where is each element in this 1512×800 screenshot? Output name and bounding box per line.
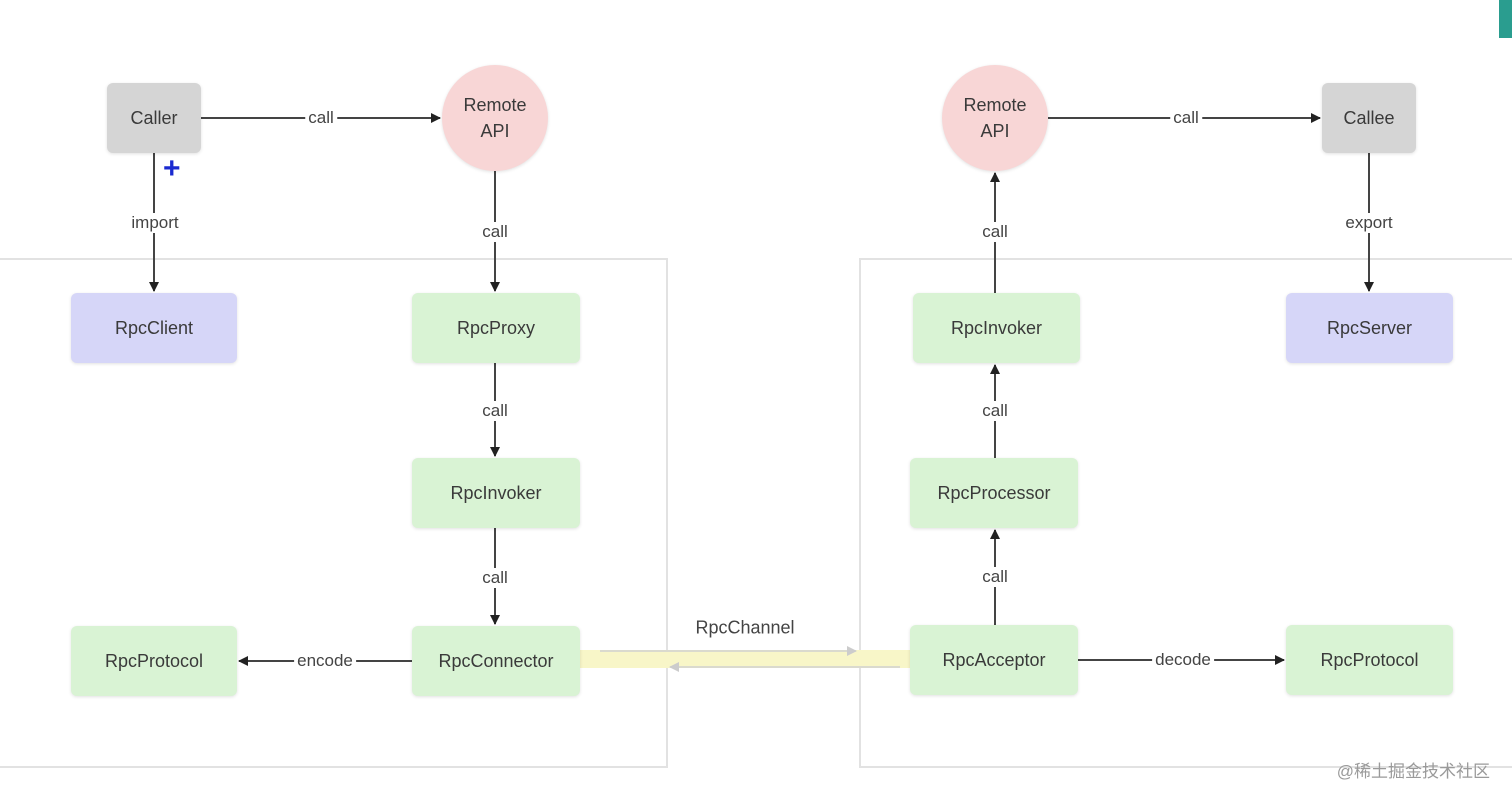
caller-node[interactable]: Caller xyxy=(107,83,201,153)
rpc-processor-node[interactable]: RpcProcessor xyxy=(910,458,1078,528)
edge-label: encode xyxy=(294,651,356,671)
edge-label: call xyxy=(979,567,1011,587)
edge-label: import xyxy=(128,213,182,233)
edge-label: call xyxy=(979,401,1011,421)
client-rpc-invoker-node[interactable]: RpcInvoker xyxy=(412,458,580,528)
server-remote-api-node[interactable]: Remote API xyxy=(942,65,1048,171)
edge-label: call xyxy=(479,222,511,242)
rpc-proxy-node[interactable]: RpcProxy xyxy=(412,293,580,363)
edge-label: call xyxy=(979,222,1011,242)
callee-node[interactable]: Callee xyxy=(1322,83,1416,153)
rpc-connector-node[interactable]: RpcConnector xyxy=(412,626,580,696)
edge-label: call xyxy=(305,108,337,128)
rpc-client-node[interactable]: RpcClient xyxy=(71,293,237,363)
client-remote-api-node[interactable]: Remote API xyxy=(442,65,548,171)
edge-label: export xyxy=(1342,213,1396,233)
plus-cursor-icon: + xyxy=(163,152,181,185)
server-rpc-invoker-node[interactable]: RpcInvoker xyxy=(913,293,1080,363)
edge-label: call xyxy=(1170,108,1202,128)
edge-label: decode xyxy=(1152,650,1214,670)
server-container xyxy=(859,258,1512,768)
edge-label: call xyxy=(479,401,511,421)
client-container xyxy=(0,258,668,768)
rpc-channel-band xyxy=(580,650,912,668)
rpc-channel-label: RpcChannel xyxy=(695,617,795,638)
corner-accent xyxy=(1499,0,1512,38)
client-rpc-protocol-node[interactable]: RpcProtocol xyxy=(71,626,237,696)
rpc-server-node[interactable]: RpcServer xyxy=(1286,293,1453,363)
server-rpc-protocol-node[interactable]: RpcProtocol xyxy=(1286,625,1453,695)
watermark: @稀土掘金技术社区 xyxy=(1336,762,1490,781)
rpc-acceptor-node[interactable]: RpcAcceptor xyxy=(910,625,1078,695)
edge-label: call xyxy=(479,568,511,588)
